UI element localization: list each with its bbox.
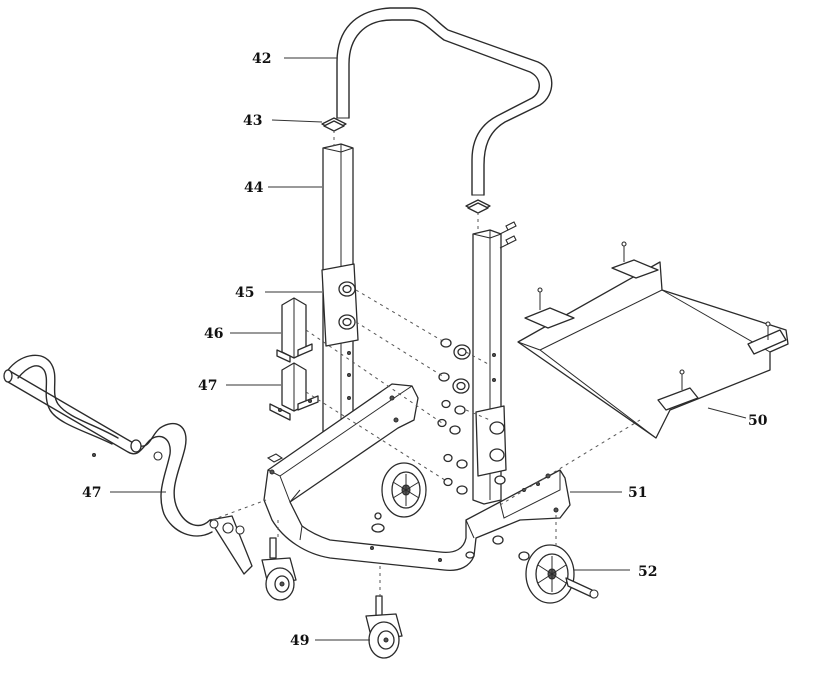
- part-52-wheel: [465, 535, 599, 604]
- callout-46: 46: [204, 326, 223, 342]
- callout-50: 50: [748, 413, 768, 429]
- callout-51: 51: [628, 485, 647, 501]
- part-44-left-upright: [321, 143, 359, 445]
- base-frame: [263, 383, 571, 572]
- caster-left: [261, 537, 297, 601]
- callout-43: 43: [243, 113, 262, 129]
- callout-45: 45: [235, 285, 254, 301]
- callout-44: 44: [244, 180, 264, 196]
- callout-47-handle: 47: [82, 485, 101, 501]
- part-47-bracket: [269, 362, 319, 421]
- part-50-tray: [517, 241, 789, 439]
- part-49-caster: [365, 595, 403, 659]
- part-42-handle: [336, 7, 553, 196]
- part-43-end-cap: [321, 117, 491, 214]
- assembly-lines: [211, 130, 641, 598]
- callout-labels: 42 43 44 45 46 47 47 49 50 51 52: [82, 51, 768, 649]
- part-47-push-handle: [3, 354, 253, 575]
- leader-lines: [110, 57, 747, 641]
- right-upright: [472, 221, 517, 505]
- callout-47-bracket: 47: [198, 378, 217, 394]
- callout-49: 49: [290, 633, 309, 649]
- callout-52: 52: [638, 564, 657, 580]
- wheel-rear: [371, 462, 427, 533]
- callout-42: 42: [252, 51, 271, 67]
- part-46-bracket: [276, 297, 313, 363]
